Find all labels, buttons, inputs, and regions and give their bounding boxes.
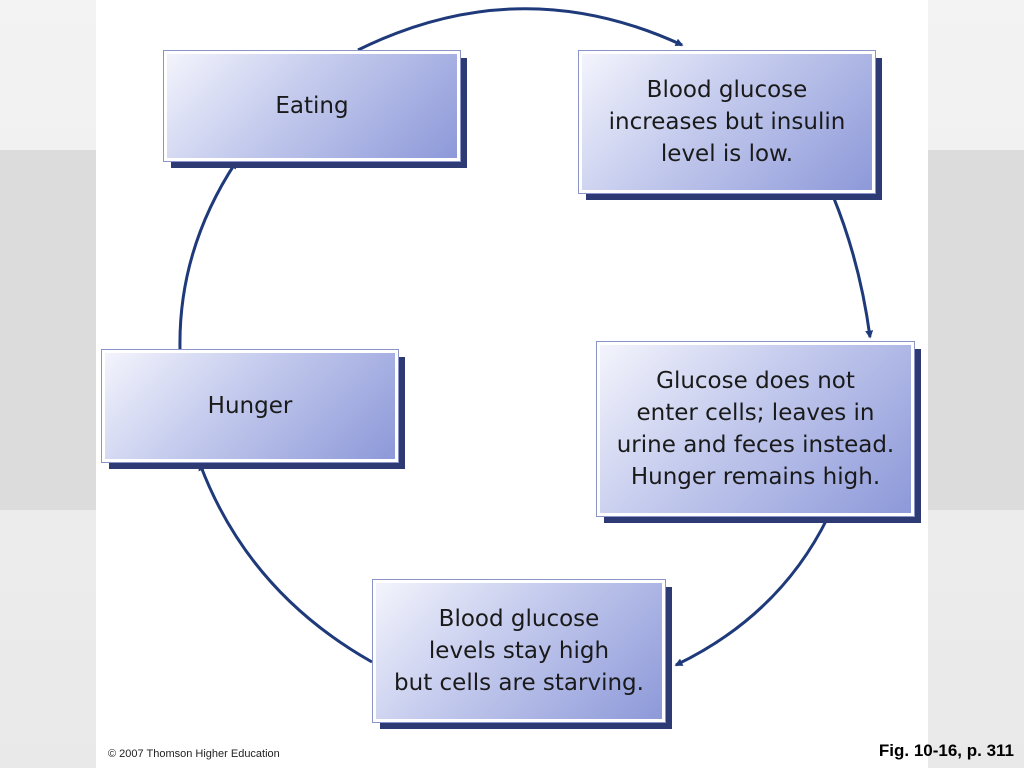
node-glucose-increases: Blood glucose increases but insulin leve…	[578, 50, 876, 194]
arrow-cells-starving-to-hunger	[198, 462, 373, 664]
node-glucose-not-enter-label: Glucose does not enter cells; leaves in …	[616, 368, 895, 490]
arrow-eating-to-glucose-increases	[357, 7, 684, 52]
node-hunger: Hunger	[101, 349, 399, 463]
arrow-glucose-increases-to-glucose-not-enter	[831, 195, 874, 339]
node-eating-label: Eating	[275, 93, 349, 119]
arrow-hunger-to-eating	[178, 160, 238, 351]
node-cells-starving-label: Blood glucose levels stay high but cells…	[394, 606, 644, 696]
node-glucose-not-enter: Glucose does not enter cells; leaves in …	[596, 341, 915, 517]
node-glucose-increases-label: Blood glucose increases but insulin leve…	[608, 77, 846, 167]
background-band-left	[0, 150, 96, 510]
node-cells-starving: Blood glucose levels stay high but cells…	[372, 579, 666, 723]
node-hunger-label: Hunger	[207, 393, 293, 419]
figure-reference: Fig. 10-16, p. 311	[878, 741, 1014, 760]
background-band-right	[928, 150, 1024, 510]
copyright-text: © 2007 Thomson Higher Education	[108, 748, 280, 760]
arrow-glucose-not-enter-to-cells-starving	[674, 516, 830, 667]
node-eating: Eating	[163, 50, 461, 162]
